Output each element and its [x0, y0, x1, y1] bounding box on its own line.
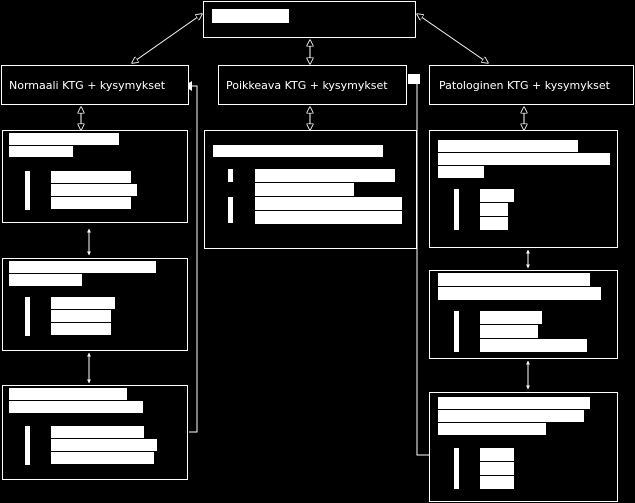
normal-box-3-option-bar — [51, 439, 157, 452]
pathologic-box-2-question-bar — [438, 287, 601, 301]
pathologic-box-3-question-bar — [438, 410, 584, 423]
abnormal-box-1-option-bar — [255, 169, 395, 183]
header-pathologic-title: Patologinen KTG + kysymykset — [439, 79, 610, 92]
normal-box-2-question-bar — [9, 274, 82, 287]
normal-box-2-option-bar — [51, 310, 111, 323]
abnormal-box-1-option-bar — [255, 197, 402, 211]
normal-box-3-question-bar — [9, 401, 143, 414]
normal-box-2-option-bar — [51, 323, 111, 336]
abnormal-box-1-option-bar — [255, 211, 402, 225]
arrow-top-to-pathologic — [417, 14, 488, 63]
top-box — [203, 1, 416, 38]
pathologic-box-3-option-bar — [480, 462, 514, 476]
normal-box-1-question-bar — [9, 133, 119, 146]
pathologic-box-3-question-bar — [438, 423, 546, 436]
pathologic-box-3-option-bar — [480, 448, 514, 462]
header-abnormal: Poikkeava KTG + kysymykset — [218, 65, 407, 105]
feedback-line-pathologic — [416, 79, 429, 456]
normal-box-3 — [2, 385, 188, 480]
normal-box-3-option-bar — [51, 452, 154, 465]
feedback-arrowhead-pathologic — [408, 74, 420, 84]
arrow-top-to-normal — [132, 14, 202, 63]
abnormal-box-1-option-marker — [228, 197, 233, 224]
pathologic-box-1 — [429, 130, 618, 248]
pathologic-box-3 — [429, 392, 618, 502]
feedback-line-normal — [189, 85, 198, 433]
normal-box-1-option-bar — [51, 197, 131, 210]
normal-box-1-question-bar — [9, 146, 73, 158]
pathologic-box-3-option-marker — [454, 448, 459, 490]
normal-box-2-option-marker — [25, 297, 30, 337]
normal-box-1-option-marker — [25, 171, 30, 211]
normal-box-1 — [2, 130, 188, 223]
abnormal-box-1 — [204, 130, 417, 249]
pathologic-box-1-option-bar — [480, 203, 508, 217]
header-abnormal-title: Poikkeava KTG + kysymykset — [226, 79, 388, 92]
abnormal-box-1-option-bar — [255, 183, 354, 197]
pathologic-box-3-option-bar — [480, 476, 514, 490]
normal-box-3-option-marker — [25, 426, 30, 466]
normal-box-3-question-bar — [9, 388, 127, 401]
pathologic-box-1-question-bar — [438, 140, 578, 153]
normal-box-3-option-bar — [51, 426, 144, 439]
pathologic-box-2-option-bar — [480, 339, 587, 353]
pathologic-box-1-question-bar — [438, 166, 484, 179]
normal-box-2-option-bar — [51, 297, 115, 310]
top-box-label-bar — [212, 9, 289, 24]
normal-box-1-option-bar — [51, 184, 137, 197]
pathologic-box-2-option-bar — [480, 311, 542, 325]
pathologic-box-1-question-bar — [438, 153, 610, 166]
pathologic-box-2-option-bar — [480, 325, 538, 339]
pathologic-box-1-option-bar — [480, 189, 514, 203]
pathologic-box-3-question-bar — [438, 397, 590, 410]
abnormal-box-1-option-marker — [228, 169, 233, 183]
normal-box-2 — [2, 258, 188, 351]
pathologic-box-2-option-marker — [454, 311, 459, 353]
pathologic-box-1-option-marker — [454, 189, 459, 231]
abnormal-box-1-question-bar — [213, 145, 383, 158]
normal-box-2-question-bar — [9, 261, 156, 274]
header-normal-title: Normaali KTG + kysymykset — [9, 79, 166, 92]
header-pathologic: Patologinen KTG + kysymykset — [429, 65, 634, 105]
header-normal: Normaali KTG + kysymykset — [1, 65, 189, 105]
normal-box-1-option-bar — [51, 171, 131, 184]
pathologic-box-2-question-bar — [438, 273, 590, 287]
pathologic-box-2 — [429, 270, 618, 359]
pathologic-box-1-option-bar — [480, 217, 508, 231]
